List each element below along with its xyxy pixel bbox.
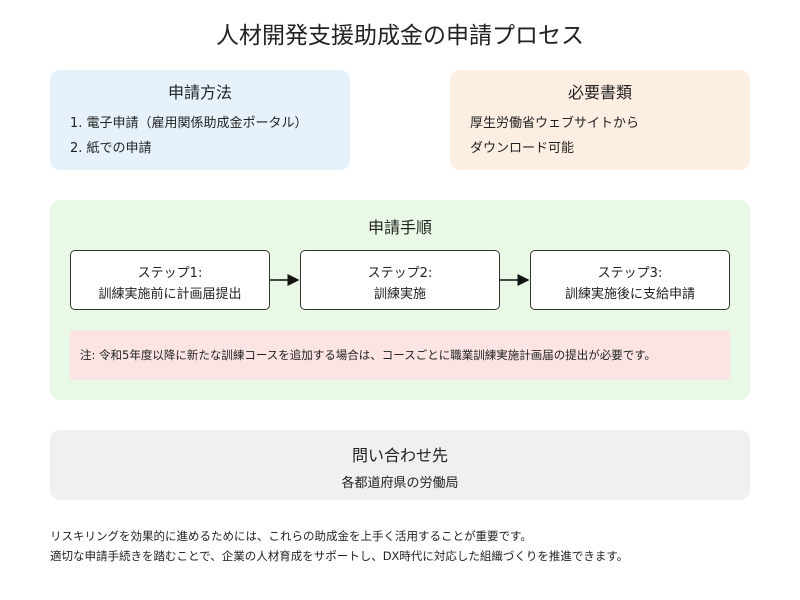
method-item-electronic: 1. 電子申請（雇用関係助成金ポータル） <box>70 116 308 131</box>
documents-line-1: 厚生労働省ウェブサイトから <box>470 116 640 131</box>
procedure-note-text: 注: 令和5年度以降に新たな訓練コースを追加する場合は、コースごとに職業訓練実施… <box>80 348 657 362</box>
application-method-box: 申請方法 1. 電子申請（雇用関係助成金ポータル） 2. 紙での申請 <box>50 70 350 170</box>
step-3-description: 訓練実施後に支給申請 <box>564 287 695 302</box>
step-2-box: ステップ2: 訓練実施 <box>300 250 500 310</box>
application-method-heading: 申請方法 <box>167 83 232 102</box>
required-documents-heading: 必要書類 <box>567 83 632 102</box>
footer-line-2: 適切な申請手続きを踏むことで、企業の人材育成をサポートし、DX時代に対応した組織… <box>50 549 629 563</box>
step-2-description: 訓練実施 <box>373 287 426 302</box>
step-3-title: ステップ3: <box>597 266 663 281</box>
contact-box: 問い合わせ先 各都道府県の労働局 <box>50 430 750 500</box>
step-3-box: ステップ3: 訓練実施後に支給申請 <box>530 250 730 310</box>
method-item-paper: 2. 紙での申請 <box>70 141 152 156</box>
procedure-box: 申請手順 ステップ1: 訓練実施前に計画届提出 ステップ2: 訓練実施 ステップ… <box>50 200 750 400</box>
required-documents-box: 必要書類 厚生労働省ウェブサイトから ダウンロード可能 <box>450 70 750 170</box>
documents-line-2: ダウンロード可能 <box>470 141 575 156</box>
step-1-description: 訓練実施前に計画届提出 <box>98 287 242 302</box>
page-title: 人材開発支援助成金の申請プロセス <box>216 23 584 49</box>
step-2-title: ステップ2: <box>367 266 433 281</box>
contact-text: 各都道府県の労働局 <box>341 476 459 491</box>
footer-line-1: リスキリングを効果的に進めるためには、これらの助成金を上手く活用することが重要で… <box>50 529 532 543</box>
contact-heading: 問い合わせ先 <box>351 446 448 465</box>
step-1-box: ステップ1: 訓練実施前に計画届提出 <box>70 250 270 310</box>
step-1-title: ステップ1: <box>137 266 203 281</box>
procedure-heading: 申請手順 <box>367 218 432 237</box>
procedure-note-box: 注: 令和5年度以降に新たな訓練コースを追加する場合は、コースごとに職業訓練実施… <box>70 330 730 380</box>
step-arrows <box>270 274 530 286</box>
